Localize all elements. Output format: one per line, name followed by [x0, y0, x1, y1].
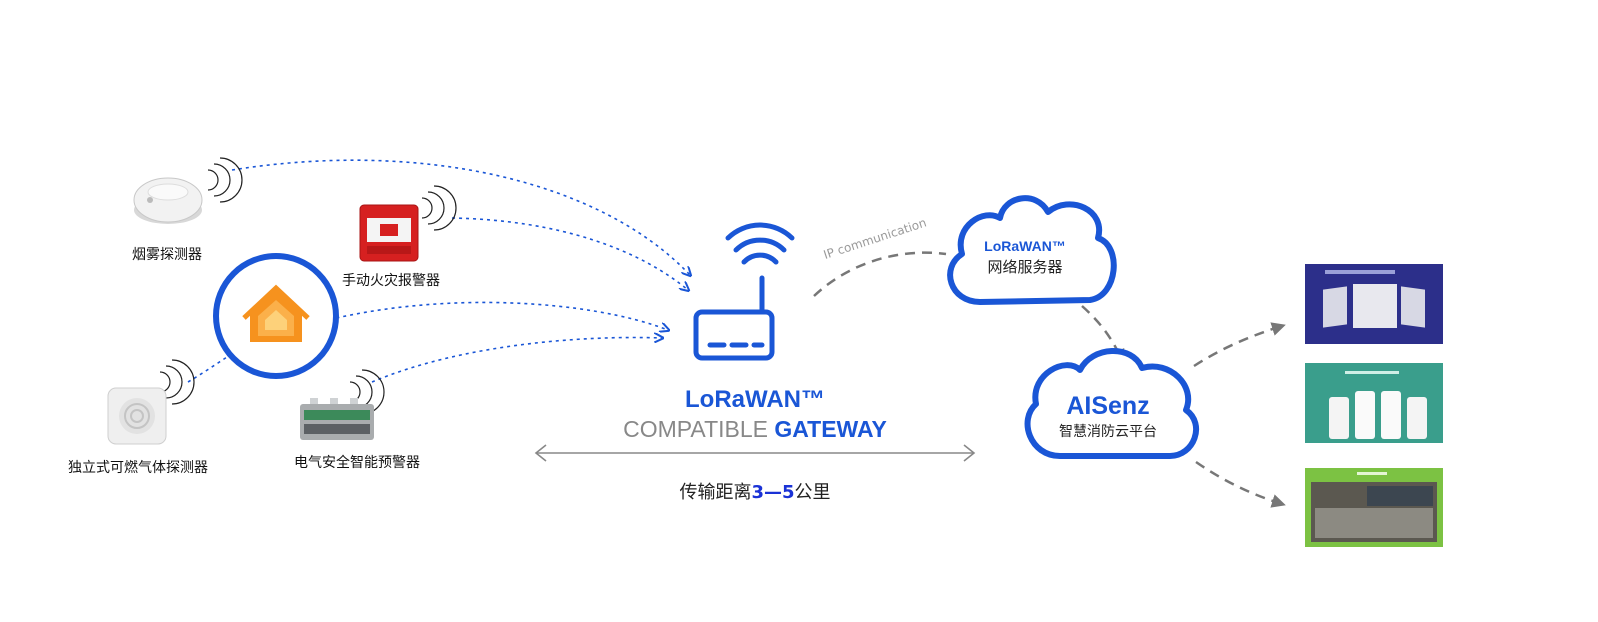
distance-arrow: [534, 444, 976, 462]
platform-text: AISenz 智慧消防云平台: [1040, 392, 1176, 441]
gateway-title-line2: COMPATIBLE GATEWAY: [600, 416, 910, 443]
link-electric-to-gateway: [371, 338, 662, 383]
mobile-app-screenshot: [1305, 363, 1443, 443]
platform-to-screen1-link: [1193, 322, 1286, 368]
electric-alarm-icon: [300, 398, 374, 440]
control-room-photo: [1305, 468, 1443, 547]
manual-alarm-label: 手动火灾报警器: [342, 273, 440, 289]
signal-icon-smoke: [207, 157, 243, 203]
gateway-icon: [693, 222, 795, 361]
distance-label: 传输距离3—5公里: [640, 478, 870, 504]
gateway-title-bold: GATEWAY: [774, 416, 887, 442]
platform-to-screen3-link: [1195, 460, 1286, 508]
distance-value: 3—5: [751, 482, 795, 503]
link-smoke-to-gateway: [231, 159, 690, 275]
platform-subtitle: 智慧消防云平台: [1059, 424, 1157, 440]
link-gas-to-home: [187, 349, 239, 383]
electric-alarm-label: 电气安全智能预警器: [294, 455, 420, 471]
network-server-subtitle: 网络服务器: [987, 258, 1063, 276]
distance-prefix: 传输距离: [679, 482, 752, 503]
gas-detector-label: 独立式可燃气体探测器: [68, 460, 208, 476]
gateway-title-line1: LoRaWAN™: [685, 386, 825, 413]
network-server-text: LoRaWAN™ 网络服务器: [960, 238, 1090, 277]
smoke-detector-label: 烟雾探测器: [132, 247, 202, 263]
ip-link: [813, 251, 947, 297]
dashboard-screenshot: [1305, 264, 1443, 344]
network-server-cloud: [947, 195, 1117, 305]
distance-suffix: 公里: [794, 482, 831, 503]
server-to-platform-link: [1081, 305, 1125, 364]
platform-title: AISenz: [1066, 392, 1150, 420]
gateway-title-prefix: COMPATIBLE: [623, 416, 775, 442]
network-server-title: LoRaWAN™: [984, 238, 1066, 254]
gateway-title: LoRaWAN™ COMPATIBLE GATEWAY: [600, 386, 910, 443]
gas-detector-icon: [107, 387, 167, 445]
platform-cloud: [1024, 348, 1199, 459]
manual-alarm-icon: [359, 204, 419, 262]
smoke-detector-icon: [133, 177, 203, 224]
link-home-to-gateway: [315, 301, 668, 330]
home-hub-icon: [213, 253, 339, 379]
signal-icon-manual: [421, 185, 457, 231]
link-manual-to-gateway: [451, 217, 688, 290]
